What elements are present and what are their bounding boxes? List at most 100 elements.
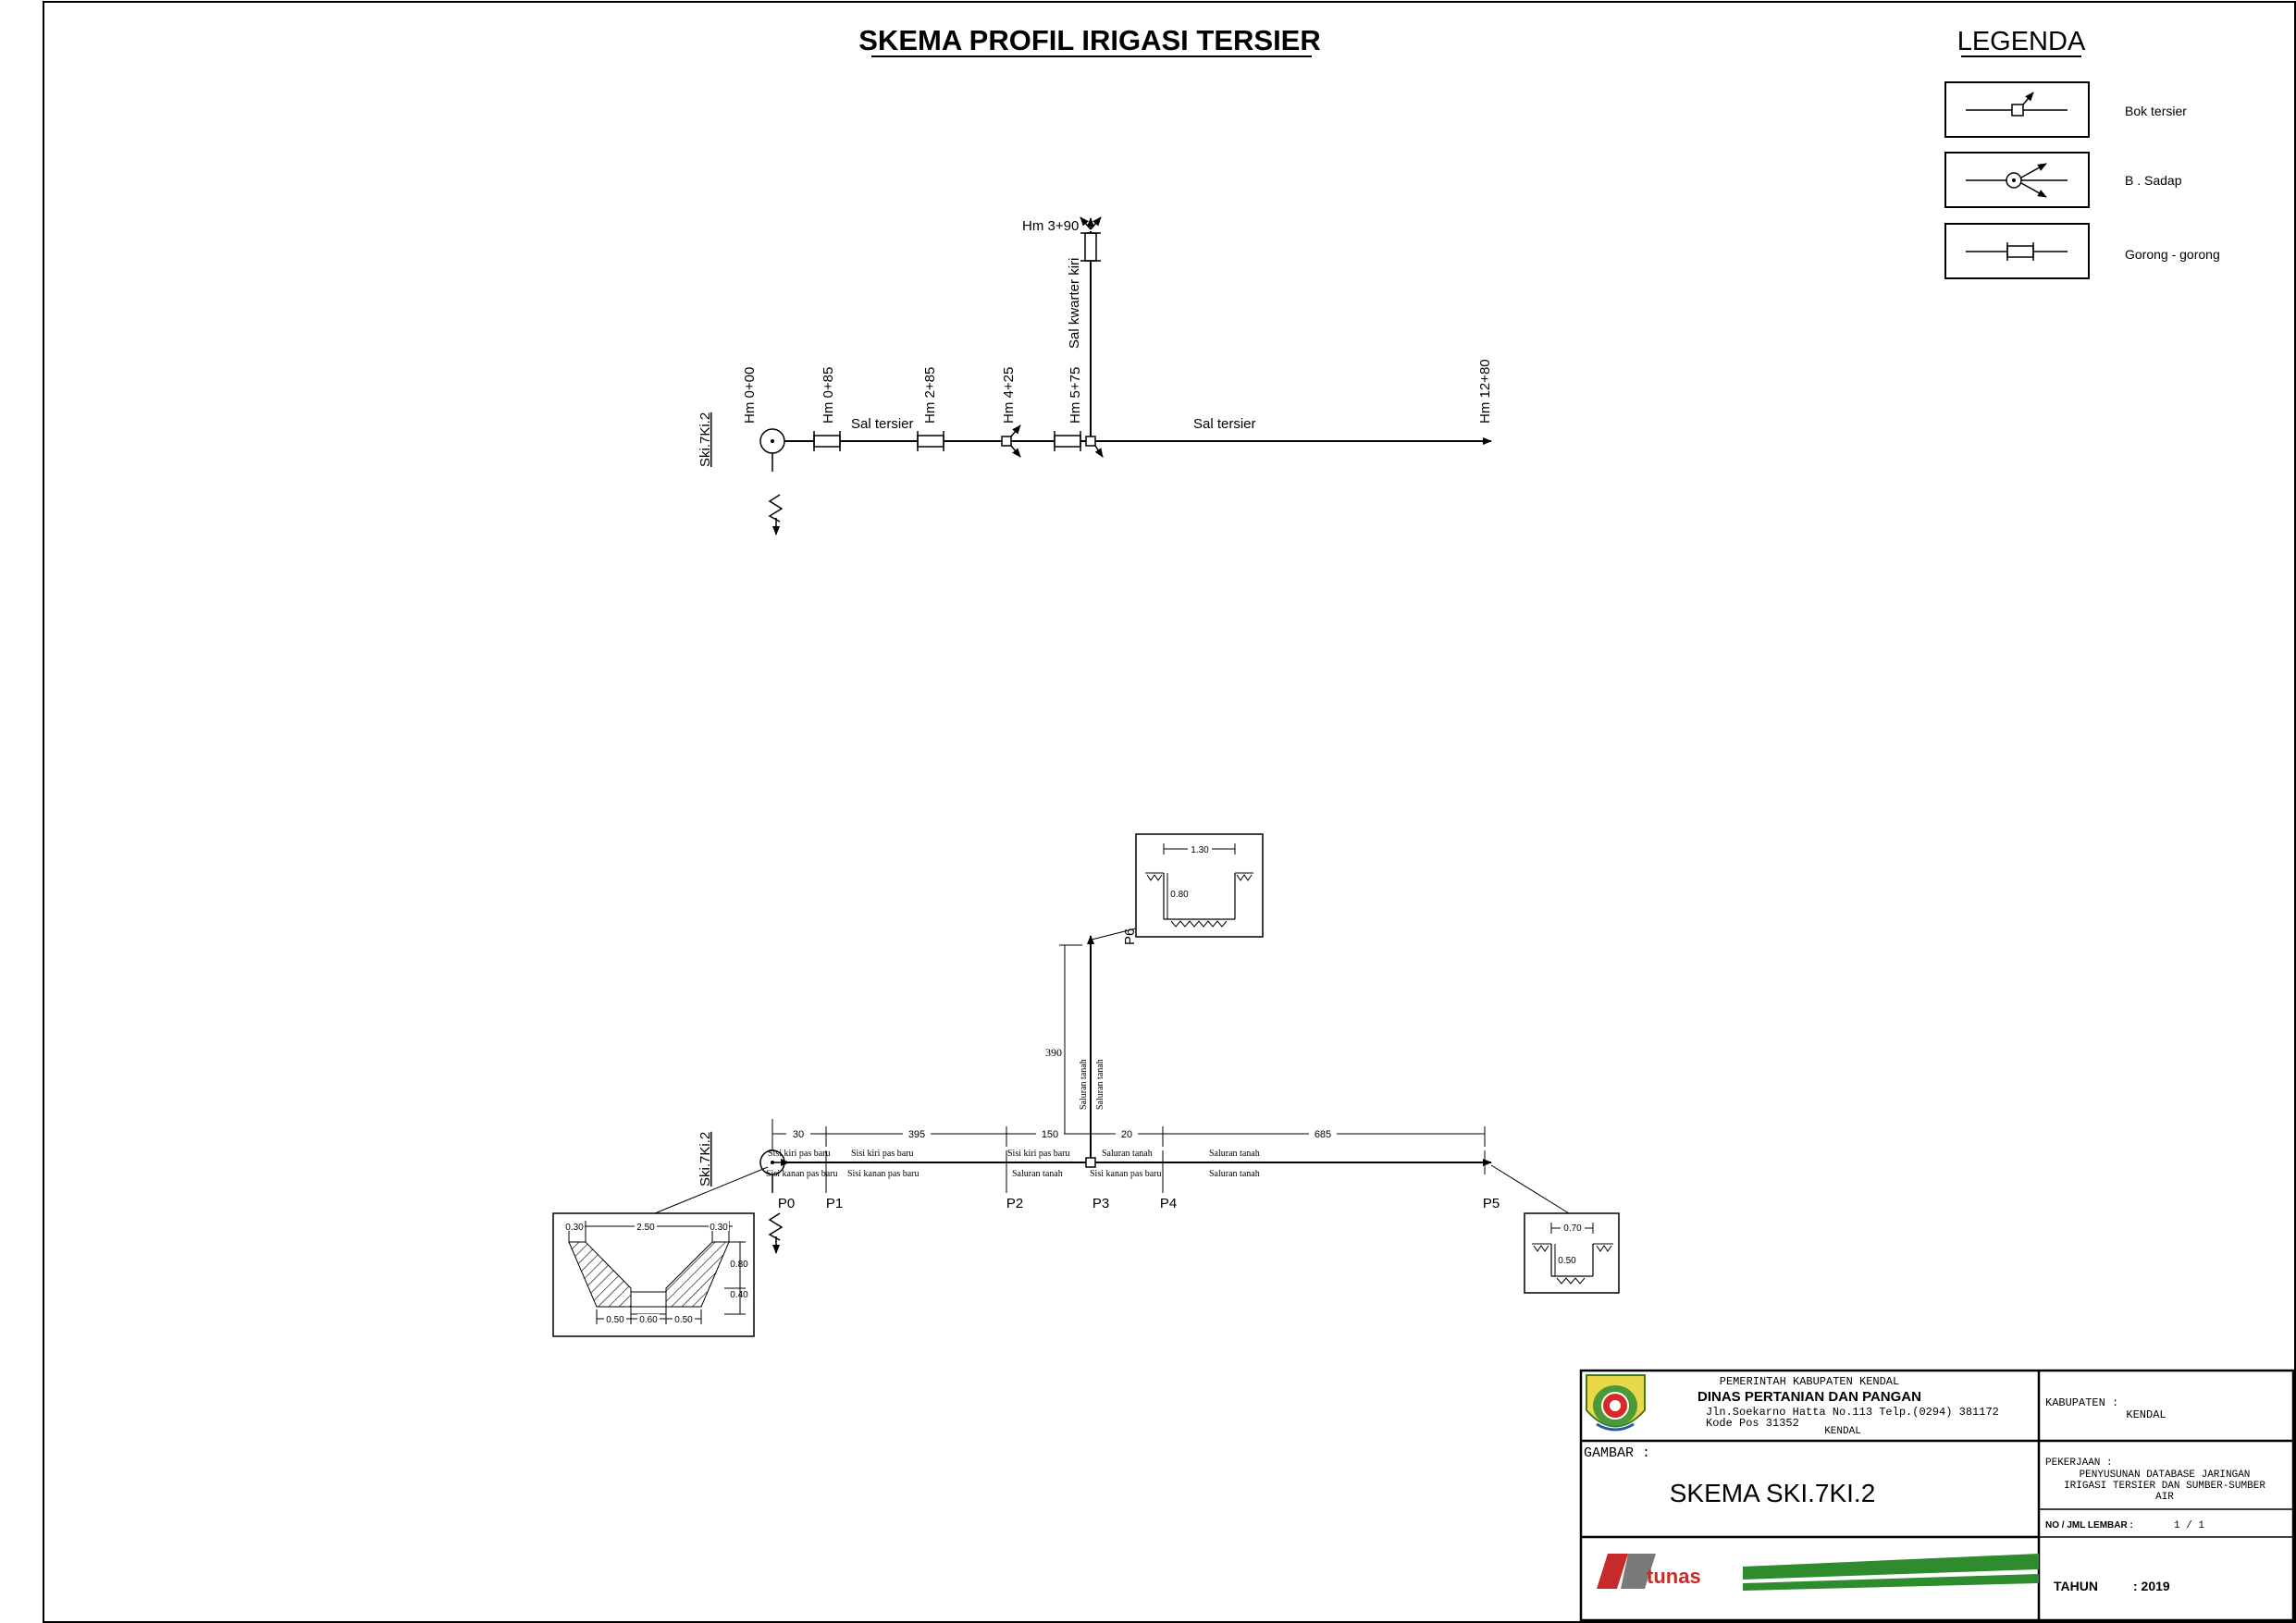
scheme-bok-2-icon: [1085, 436, 1104, 458]
profile-inflow-icon: [768, 1212, 784, 1254]
section-p6-depth: 0.80: [1170, 890, 1189, 900]
scheme-station-2: Hm 2+85: [922, 367, 938, 424]
section-trapezoid-h-upper: 0.80: [730, 1260, 748, 1270]
bok-tersier-icon: [1966, 92, 2068, 117]
tb-gambar-label: GAMBAR :: [1584, 1445, 1650, 1461]
scheme-sadap-icon: [759, 428, 785, 472]
leader-line-trapezoid: [654, 1166, 769, 1214]
profile-distance-1: 395: [908, 1129, 925, 1140]
scheme-station-4: Hm 5+75: [1068, 367, 1083, 424]
legend: LEGENDA Bok tersier B . Sadap Gorong: [1944, 27, 2220, 279]
tb-pekerjaan-value-3: AIR: [2155, 1492, 2174, 1503]
section-trapezoid-b-left: 0.50: [606, 1315, 624, 1325]
tb-kabupaten-value: KENDAL: [2126, 1408, 2166, 1421]
segment-1-top: Sisi kiri pas baru: [768, 1149, 831, 1159]
tb-tahun-value: : 2019: [2133, 1579, 2170, 1593]
section-trapezoid-b-mid: 0.60: [639, 1315, 658, 1325]
segment-3-bottom: Saluran tanah: [1012, 1169, 1063, 1179]
segment-4-bottom: Sisi kanan pas baru: [1090, 1169, 1162, 1179]
tb-pekerjaan-value-2: IRIGASI TERSIER DAN SUMBER-SUMBER: [2064, 1481, 2265, 1492]
point-label-p6: P6: [1122, 928, 1138, 945]
tb-org2: DINAS PERTANIAN DAN PANGAN: [1697, 1389, 1921, 1405]
section-trapezoid: 0.30 2.50 0.30 0.80 0.40 0.50 0.60 0.50: [552, 1212, 755, 1337]
profile-distance-0: 30: [793, 1129, 804, 1140]
profile-branch-label-a: Saluran tanah: [1079, 1059, 1089, 1110]
bangunan-sadap-icon: [1966, 163, 2068, 198]
tb-pekerjaan-value-1: PENYUSUNAN DATABASE JARINGAN: [2080, 1469, 2251, 1481]
point-label-p0: P0: [778, 1196, 795, 1211]
profile-distance-4: 685: [1315, 1129, 1331, 1140]
section-trapezoid-h-lower: 0.40: [730, 1290, 748, 1300]
legend-box-gorong: [1944, 223, 2090, 279]
section-p5-width: 0.70: [1563, 1223, 1582, 1234]
profile-distance-3: 20: [1121, 1129, 1132, 1140]
scheme-source-label: Ski.7Ki.2: [697, 412, 713, 467]
leader-line-p6: [1091, 928, 1137, 941]
scheme-gorong-2-icon: [917, 431, 944, 451]
section-p6-width: 1.30: [1191, 845, 1209, 855]
scheme-station-1: Hm 0+85: [821, 367, 836, 424]
title-block: PEMERINTAH KABUPATEN KENDAL DINAS PERTAN…: [1579, 1369, 2295, 1622]
tb-postal: Kode Pos 31352: [1706, 1417, 1799, 1430]
channel-profile: Ski.7Ki.2 390 Saluran tanah Saluran tana…: [654, 928, 1570, 1254]
segment-3-top: Sisi kiri pas baru: [1007, 1149, 1070, 1159]
legend-box-bok: [1944, 81, 2090, 138]
scheme-branch-gorong-icon: [1080, 216, 1102, 262]
segment-1-bottom: Sisi kanan pas baru: [766, 1169, 838, 1179]
scheme-branch-station: Hm 3+90: [1022, 218, 1079, 234]
tb-lembar-label: NO / JML LEMBAR :: [2045, 1520, 2133, 1531]
point-label-p4: P4: [1160, 1196, 1177, 1211]
scheme-channel-right-label: Sal tersier: [1193, 416, 1256, 432]
scheme-gorong-1-icon: [813, 431, 841, 451]
profile-branch-label-b: Saluran tanah: [1095, 1059, 1105, 1110]
legend-label-gorong: Gorong - gorong: [2125, 247, 2220, 262]
point-label-p5: P5: [1483, 1196, 1500, 1211]
scheme-channel-left-label: Sal tersier: [851, 416, 914, 432]
drawing-frame: [43, 1, 2296, 1623]
segment-4-top: Saluran tanah: [1102, 1149, 1153, 1159]
section-p5: 0.70 0.50: [1524, 1212, 1620, 1294]
tb-pekerjaan-label: PEKERJAAN :: [2045, 1457, 2113, 1469]
point-label-p3: P3: [1092, 1196, 1109, 1211]
scheme-station-0: Hm 0+00: [742, 367, 758, 424]
tb-gambar-value: SKEMA SKI.7KI.2: [1670, 1479, 1876, 1507]
profile-source-label: Ski.7Ki.2: [697, 1132, 713, 1187]
scheme-inflow-icon: [768, 494, 784, 535]
legend-box-sadap: [1944, 152, 2090, 208]
point-label-p2: P2: [1006, 1196, 1023, 1211]
tb-city: KENDAL: [1824, 1426, 1861, 1437]
section-trapezoid-top-right: 0.30: [710, 1223, 728, 1233]
scheme-station-3: Hm 4+25: [1001, 367, 1017, 424]
page-title: SKEMA PROFIL IRIGASI TERSIER: [858, 24, 1321, 56]
irrigation-scheme: Ski.7Ki.2: [697, 216, 1493, 535]
legend-label-bok: Bok tersier: [2125, 104, 2187, 118]
segment-2-top: Sisi kiri pas baru: [851, 1149, 914, 1159]
scheme-gorong-3-icon: [1054, 431, 1081, 451]
legend-title: LEGENDA: [1957, 27, 2086, 56]
section-p5-depth: 0.50: [1558, 1256, 1576, 1266]
section-trapezoid-b-right: 0.50: [674, 1315, 693, 1325]
tunas-consultant-logo: tunas: [1597, 1554, 2039, 1591]
scheme-station-5: Hm 12+80: [1477, 359, 1493, 424]
profile-bok-icon: [1085, 1157, 1096, 1168]
segment-5-top: Saluran tanah: [1209, 1149, 1260, 1159]
section-p6: 1.30 0.80: [1135, 833, 1264, 938]
scheme-branch-channel-label: Sal kwarter kiri: [1067, 258, 1082, 349]
legend-label-sadap: B . Sadap: [2125, 173, 2182, 188]
tb-lembar-value: 1 / 1: [2174, 1520, 2204, 1531]
scheme-bok-1-icon: [1001, 424, 1021, 458]
segment-2-bottom: Sisi kanan pas baru: [847, 1169, 920, 1179]
section-trapezoid-top-mid: 2.50: [636, 1223, 655, 1233]
segment-5-bottom: Saluran tanah: [1209, 1169, 1260, 1179]
tb-tahun-label: TAHUN: [2054, 1579, 2098, 1593]
tb-kabupaten-label: KABUPATEN :: [2045, 1396, 2118, 1409]
profile-distance-2: 150: [1042, 1129, 1058, 1140]
tb-address: Jln.Soekarno Hatta No.113 Telp.(0294) 38…: [1706, 1406, 1999, 1419]
leader-line-p5: [1490, 1164, 1570, 1214]
gorong-gorong-icon: [1966, 242, 2068, 261]
kendal-regency-logo: [1586, 1374, 1646, 1432]
tb-org1: PEMERINTAH KABUPATEN KENDAL: [1720, 1375, 1899, 1388]
tunas-logo-text: tunas: [1647, 1565, 1701, 1588]
point-label-p1: P1: [826, 1196, 843, 1211]
